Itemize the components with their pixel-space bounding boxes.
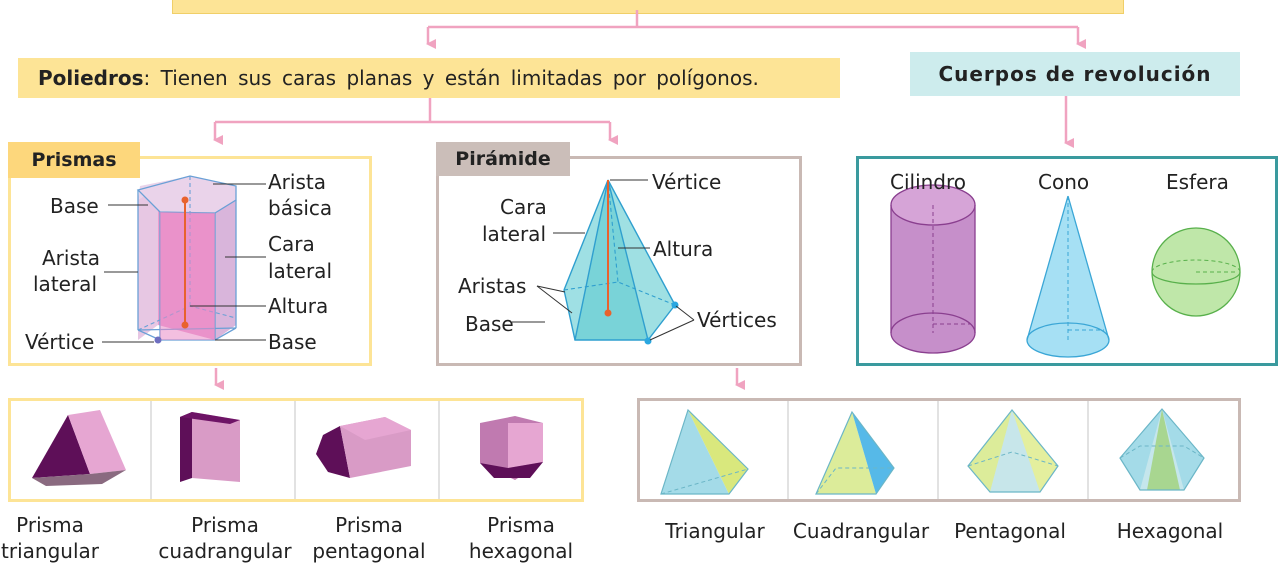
hexagonal-prism-illustration (102, 175, 266, 344)
hexagonal-pyramid-small-illustration (1119, 408, 1205, 491)
prism-label-cara-lateral-2: lateral (268, 259, 332, 283)
pyramid-type-caption-2: Cuadrangular (792, 519, 930, 543)
prism-type-caption-3: Prisma pentagonal (312, 513, 426, 563)
poliedros-term: Poliedros (38, 66, 144, 90)
square-pyramid-illustration (815, 410, 895, 495)
prism-type-caption-4: Prisma hexagonal (468, 513, 574, 563)
prism-label-base-bottom: Base (268, 330, 317, 354)
prism-type-caption-1: Prisma triangular (1, 513, 99, 563)
prism-panel (8, 156, 372, 366)
sphere-illustration (1151, 227, 1241, 317)
pyramid-label-base: Base (465, 312, 514, 336)
prism-label-arista-basica-2: básica (268, 196, 333, 220)
cono-label: Cono (1038, 170, 1090, 194)
pyramid-types-panel (637, 398, 1241, 502)
revolution-panel (856, 156, 1278, 366)
prism-types-panel (8, 398, 584, 502)
hexagonal-prism-small-illustration (480, 416, 543, 480)
pyramid-type-caption-1: Triangular (665, 519, 765, 543)
pyramid-label-altura: Altura (653, 237, 714, 261)
poliedros-description: : Tienen sus caras planas y están limita… (143, 66, 759, 90)
pyramid-label-aristas: Aristas (458, 274, 527, 298)
pyramid-type-caption-3: Pentagonal (954, 519, 1066, 543)
prism-label-arista-lateral-1: Arista (42, 246, 100, 270)
esfera-label: Esfera (1166, 170, 1229, 194)
prism-label-arista-lateral-2: lateral (33, 272, 97, 296)
pentagonal-pyramid-illustration (512, 179, 695, 345)
piramide-tag: Pirámide (436, 142, 570, 176)
square-prism-illustration (180, 412, 240, 482)
prismas-tag: Prismas (8, 142, 140, 178)
pyramid-label-cara-lateral-2: lateral (482, 222, 546, 246)
top-banner (172, 0, 1124, 14)
poliedros-definition: Poliedros: Tienen sus caras planas y est… (18, 58, 840, 98)
cuerpos-revolucion-title: Cuerpos de revolución (910, 52, 1240, 96)
prism-type-caption-2: Prisma cuadrangular (158, 513, 292, 563)
cilindro-label: Cilindro (890, 170, 967, 194)
pyramid-type-caption-4: Hexagonal (1116, 519, 1224, 543)
pyramid-label-cara-lateral-1: Cara (500, 195, 547, 219)
pyramid-label-vertice: Vértice (652, 170, 722, 194)
prism-label-base-top: Base (50, 194, 99, 218)
pyramid-panel (436, 156, 802, 366)
pentagonal-prism-illustration (316, 417, 411, 478)
prism-label-arista-basica-1: Arista (268, 170, 326, 194)
triangular-pyramid-illustration (660, 408, 749, 495)
prism-label-altura: Altura (268, 294, 329, 318)
prism-label-vertice: Vértice (25, 330, 95, 354)
cone-illustration (1026, 195, 1110, 358)
pyramid-label-vertices: Vértices (697, 308, 777, 332)
pentagonal-pyramid-small-illustration (967, 409, 1059, 493)
triangular-prism-illustration (32, 410, 126, 486)
cylinder-illustration (890, 184, 976, 354)
prism-label-cara-lateral-1: Cara (268, 232, 315, 256)
